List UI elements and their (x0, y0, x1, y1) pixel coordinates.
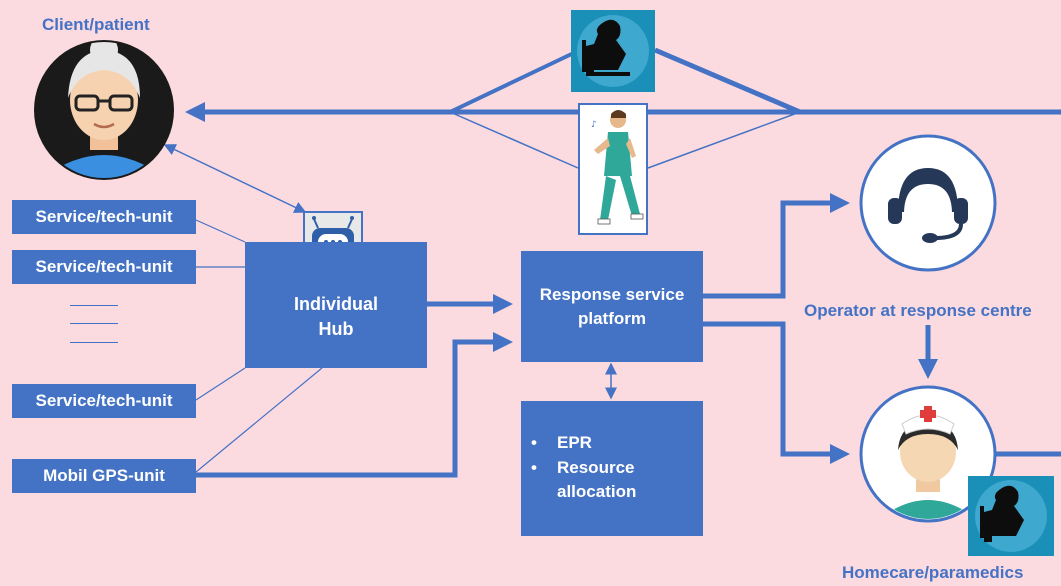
telecare-operator-icon (571, 10, 655, 92)
individual-hub: Individual Hub (245, 242, 427, 368)
bullet: • (531, 433, 537, 452)
hub-line1: Individual (293, 294, 378, 314)
headset-icon (859, 134, 997, 272)
hub-line2: Hub (318, 319, 354, 339)
epr-item: • EPR (531, 433, 703, 453)
ellipsis-line (70, 323, 118, 324)
client-label: Client/patient (42, 15, 150, 34)
service-tech-unit-1: Service/tech-unit (12, 200, 196, 234)
operator-label: Operator at response centre (804, 301, 1032, 320)
epr-item-continuation: allocation (531, 482, 703, 502)
unit-hub-links (195, 219, 323, 473)
epr-item-text: EPR (557, 433, 592, 452)
top-connection (185, 47, 1061, 169)
elderly-woman-icon (34, 40, 174, 180)
client-hub-link (163, 144, 307, 213)
service-tech-unit-3: Service/tech-unit (12, 384, 196, 418)
telecare-operator-small-icon (968, 476, 1054, 556)
ellipsis-line (70, 305, 118, 306)
response-service-platform: Response service platform (521, 251, 703, 362)
epr-item-text: Resource (557, 458, 635, 477)
bullet: • (531, 458, 537, 477)
platform-operator-arrow (703, 193, 850, 299)
epr-item-text: allocation (557, 482, 637, 501)
platform-line1: Response service (539, 284, 685, 304)
epr-item: • Resource (531, 458, 703, 478)
walking-nurse-icon: ♪ (578, 103, 648, 235)
epr-resource-box: • EPR • Resource allocation (521, 401, 703, 536)
platform-homecare-arrow (703, 321, 850, 464)
ellipsis-line (70, 342, 118, 343)
homecare-label: Homecare/paramedics (842, 563, 1024, 582)
nurse-icon (859, 385, 997, 523)
mobil-gps-unit: Mobil GPS-unit (12, 459, 196, 493)
platform-line2: platform (578, 308, 646, 328)
service-tech-unit-2: Service/tech-unit (12, 250, 196, 284)
gps-platform-arrow (196, 332, 513, 478)
svg-text:♪: ♪ (591, 120, 597, 130)
